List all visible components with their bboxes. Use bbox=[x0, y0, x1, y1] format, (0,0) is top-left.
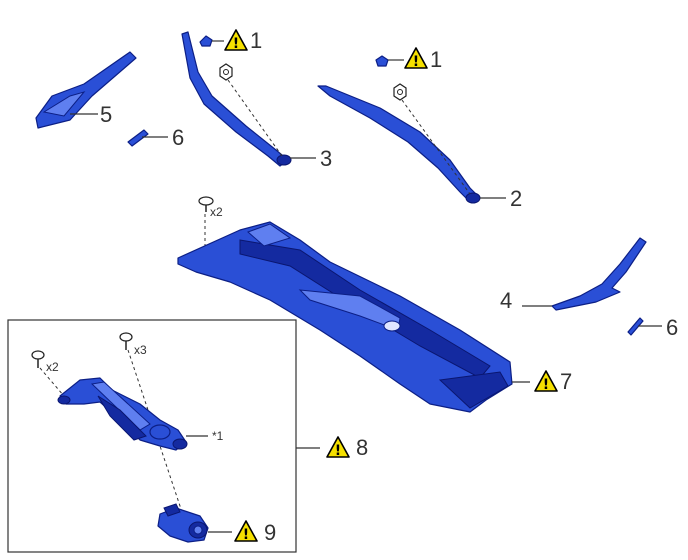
qty-clip-cowl: x2 bbox=[210, 205, 223, 219]
warning-icon-1b: ! bbox=[404, 47, 428, 70]
callout-5: 5 bbox=[100, 102, 112, 127]
callout-3: 3 bbox=[320, 146, 332, 171]
warning-icon-8: ! bbox=[326, 436, 350, 459]
clip-x2-cowl bbox=[198, 196, 214, 212]
callout-2: 2 bbox=[510, 186, 522, 211]
svg-text:!: ! bbox=[233, 36, 239, 52]
part-6-clip-left bbox=[127, 129, 149, 147]
note-star1: *1 bbox=[212, 429, 224, 443]
part-2-wiper-arm-right bbox=[317, 85, 481, 204]
bolt-x2-link bbox=[31, 350, 45, 368]
dash-arm-right bbox=[401, 99, 471, 195]
part-7-cowl-louver bbox=[177, 221, 513, 413]
dash-bolt-link bbox=[39, 367, 65, 397]
part-1-cap-left bbox=[199, 35, 213, 47]
part-4-cowl-side-cover-right bbox=[551, 237, 647, 311]
warning-icon-1a: ! bbox=[224, 29, 248, 52]
qty-bolt-link: x2 bbox=[46, 360, 59, 374]
callout-7: 7 bbox=[560, 369, 572, 394]
svg-text:!: ! bbox=[335, 443, 341, 459]
callout-8: 8 bbox=[356, 435, 368, 460]
part-3-wiper-arm-left bbox=[181, 31, 292, 167]
callout-6a: 6 bbox=[172, 125, 184, 150]
callout-6b: 6 bbox=[666, 315, 678, 340]
part-9-wiper-motor bbox=[157, 503, 209, 543]
inset-box-wiper-link bbox=[7, 319, 297, 553]
callout-1a: 1 bbox=[250, 28, 262, 53]
svg-text:!: ! bbox=[543, 377, 549, 393]
callout-1b: 1 bbox=[430, 47, 442, 72]
warning-icon-7: ! bbox=[534, 370, 558, 393]
callout-9: 9 bbox=[264, 520, 276, 545]
svg-text:!: ! bbox=[413, 54, 419, 70]
bolt-x3-motor bbox=[119, 332, 133, 350]
part-5-cowl-side-cover bbox=[35, 51, 137, 129]
nut-arm-right bbox=[393, 83, 407, 101]
part-8-wiper-link-assembly bbox=[57, 377, 188, 451]
part-6-clip-right bbox=[627, 317, 644, 336]
svg-text:!: ! bbox=[243, 527, 249, 543]
nut-arm-left bbox=[219, 63, 233, 81]
qty-bolt-motor: x3 bbox=[134, 343, 147, 357]
part-1-cap-right bbox=[375, 55, 389, 67]
warning-icon-9: ! bbox=[234, 520, 258, 543]
callout-4: 4 bbox=[500, 288, 512, 313]
